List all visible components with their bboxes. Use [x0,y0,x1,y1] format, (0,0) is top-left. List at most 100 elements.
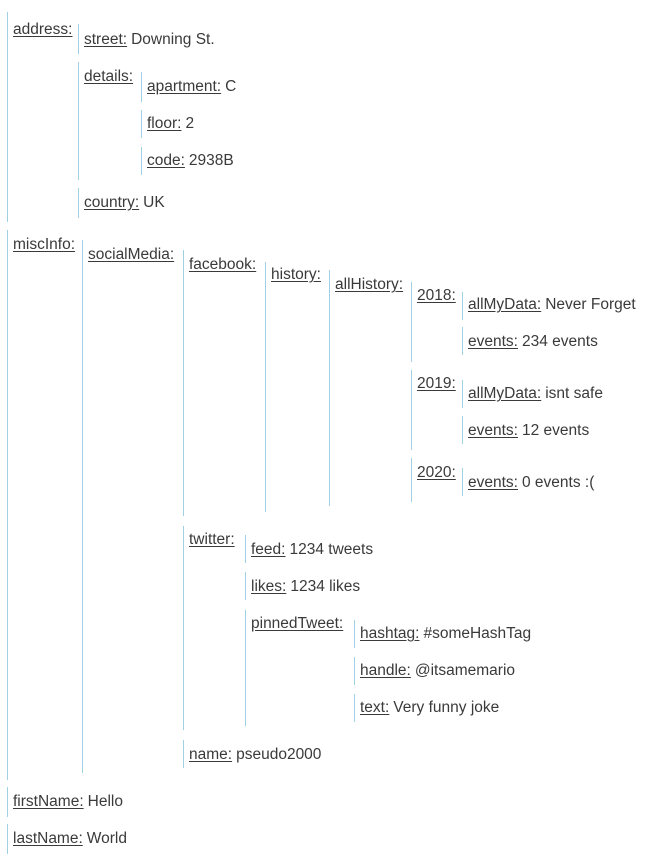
floor-key[interactable]: floor: [147,115,182,132]
year-2019-node: 2019: [417,374,456,394]
apartment-value: C [225,78,237,95]
lastname-key[interactable]: lastName: [13,830,83,847]
country-key[interactable]: country: [84,194,140,211]
guide-line-pinnedtweet [245,610,246,726]
guide-line-2018-events [462,327,463,355]
details-key[interactable]: details: [84,68,134,85]
text-node: text:Very funny joke [360,698,499,718]
pinnedtweet-key[interactable]: pinnedTweet: [251,615,344,632]
events-2020-key[interactable]: events: [468,474,518,491]
address-key[interactable]: address: [13,21,73,38]
allhistory-key[interactable]: allHistory: [335,276,404,293]
guide-line-miscinfo [7,230,8,780]
guide-line-address-street [78,24,79,54]
guide-line-details-floor [141,110,142,138]
events-2019-key[interactable]: events: [468,422,518,439]
allmydata-2018-key[interactable]: allMyData: [468,296,542,313]
guide-line-pinned-handle [354,657,355,685]
guide-line-twitter-likes [245,572,246,600]
guide-line-details [78,62,79,180]
likes-node: likes:1234 likes [251,577,360,597]
guide-line-country [78,188,79,218]
hashtag-key[interactable]: hashtag: [360,625,420,642]
history-node: history: [271,265,321,285]
likes-value: 1234 likes [290,578,361,595]
history-key[interactable]: history: [271,266,321,283]
year-2019-key[interactable]: 2019: [417,375,456,392]
firstname-key[interactable]: firstName: [13,793,84,810]
guide-line-details-apartment [141,72,142,102]
street-key[interactable]: street: [84,31,128,48]
feed-key[interactable]: feed: [251,541,286,558]
likes-key[interactable]: likes: [251,578,287,595]
code-key[interactable]: code: [147,152,185,169]
lastname-value: World [86,830,127,847]
events-2020-node: events:0 events :( [468,473,594,493]
guide-line-lastname [7,824,8,854]
guide-line-2018-allmydata [462,292,463,320]
feed-value: 1234 tweets [289,541,374,558]
events-2019-value: 12 events [521,422,590,439]
guide-line-history [265,262,266,512]
handle-key[interactable]: handle: [360,662,411,679]
guide-line-pinned-text [354,694,355,722]
street-value: Downing St. [131,31,215,48]
guide-line-allhistory [329,270,330,506]
country-node: country:UK [84,193,165,213]
pinnedtweet-node: pinnedTweet: [251,614,343,634]
events-2020-value: 0 events :( [521,474,595,491]
guide-line-2020 [411,458,412,502]
events-2019-node: events:12 events [468,421,589,441]
address-node: address: [13,20,72,40]
text-key[interactable]: text: [360,699,390,716]
guide-line-details-code [141,147,142,175]
floor-node: floor:2 [147,114,194,134]
year-2020-key[interactable]: 2020: [417,464,456,481]
code-node: code:2938B [147,151,234,171]
code-value: 2938B [188,152,234,169]
allmydata-2019-key[interactable]: allMyData: [468,385,542,402]
guide-line-2019-allmydata [462,380,463,408]
guide-line-2020-events [462,468,463,496]
events-2018-node: events:234 events [468,332,598,352]
socialmedia-node: socialMedia: [88,245,174,265]
lastname-node: lastName:World [13,829,127,849]
guide-line-firstname [7,787,8,817]
twitter-key[interactable]: twitter: [189,531,235,548]
guide-line-2019-events [462,416,463,444]
miscinfo-node: miscInfo: [13,235,75,255]
apartment-key[interactable]: apartment: [147,78,222,95]
handle-value: @itsamemario [414,662,516,679]
year-2018-key[interactable]: 2018: [417,287,456,304]
socialmedia-key[interactable]: socialMedia: [88,246,175,263]
guide-line-pinned-hashtag [354,620,355,648]
guide-line-twitter [183,526,184,730]
name-key[interactable]: name: [189,746,233,763]
street-node: street:Downing St. [84,30,215,50]
apartment-node: apartment:C [147,77,236,97]
name-value: pseudo2000 [236,746,322,763]
handle-node: handle:@itsamemario [360,661,515,681]
firstname-node: firstName:Hello [13,792,123,812]
facebook-key[interactable]: facebook: [189,256,257,273]
twitter-node: twitter: [189,530,235,550]
guide-line-2019 [411,370,412,450]
events-2018-value: 234 events [521,333,598,350]
allmydata-2019-node: allMyData:isnt safe [468,384,603,404]
hashtag-node: hashtag:#someHashTag [360,624,531,644]
guide-line-name [183,740,184,768]
guide-line-socialmedia [82,240,83,773]
feed-node: feed:1234 tweets [251,540,373,560]
allhistory-node: allHistory: [335,275,403,295]
allmydata-2018-node: allMyData:Never Forget [468,295,636,315]
events-2018-key[interactable]: events: [468,333,518,350]
guide-line-2018 [411,282,412,362]
firstname-value: Hello [87,793,123,810]
name-node: name:pseudo2000 [189,745,321,765]
year-2018-node: 2018: [417,286,456,306]
guide-line-facebook [183,250,184,516]
text-value: Very funny joke [393,699,500,716]
guide-line-address [7,12,8,222]
miscinfo-key[interactable]: miscInfo: [13,236,76,253]
allmydata-2019-value: isnt safe [545,385,603,402]
